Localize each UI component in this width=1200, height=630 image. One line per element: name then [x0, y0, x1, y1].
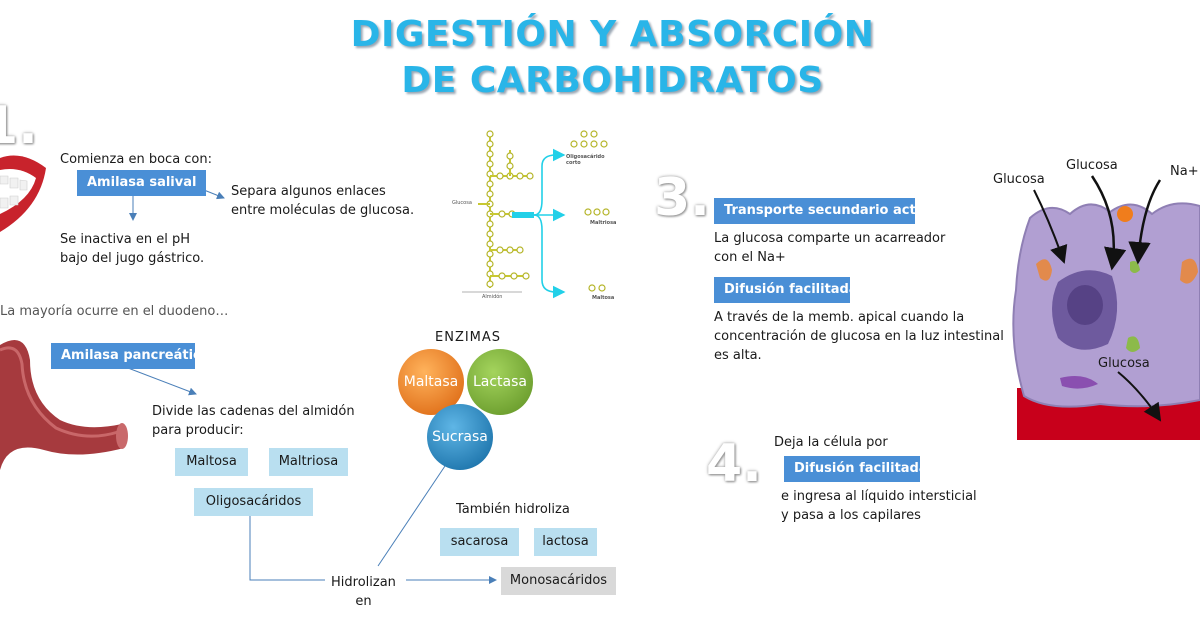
page-title-line2: DE CARBOHIDRATOS [401, 60, 824, 101]
starch-label: Almidón [482, 294, 503, 300]
maltasa-circle [398, 349, 464, 415]
step-1-number: 1. [0, 96, 38, 156]
enzymes-heading: ENZIMAS [435, 330, 502, 345]
step-3-number: 3. [654, 168, 710, 228]
transporte-activo-desc: La glucosa comparte un acarreador con el… [714, 231, 946, 265]
cell-label-na: Na+ [1170, 164, 1199, 179]
cell-label-glucosa-2: Glucosa [1066, 158, 1118, 173]
transporte-activo-box: Transporte secundario activo [714, 198, 938, 224]
page-title-line1: DIGESTIÓN Y ABSORCIÓN [350, 14, 875, 55]
amilasa-salival-inactivation: Se inactiva en el pH bajo del jugo gástr… [60, 232, 205, 266]
step-4-intro: Deja la célula por [774, 435, 888, 450]
step-4-desc: e ingresa al líquido intersticial y pasa… [781, 489, 977, 523]
product-maltosa: Maltosa [175, 448, 248, 476]
starch-glucose-label: Glucosa [452, 200, 472, 206]
starch-diagram [462, 130, 610, 299]
mouth-icon [0, 155, 46, 232]
step-1-intro: Comienza en boca con: [60, 152, 213, 167]
enzyme-sucrasa: Sucrasa [432, 429, 488, 445]
cell-label-glucosa-1: Glucosa [993, 172, 1045, 187]
amilasa-salival-effect: Separa algunos enlaces entre moléculas d… [231, 184, 415, 218]
sucrasa-circle [427, 404, 493, 470]
difusion-facilitada-box-2: Difusión facilitada [784, 456, 928, 482]
starch-product-maltosa: Maltosa [592, 295, 615, 301]
difusion-facilitada-box-1: Difusión facilitada [714, 277, 858, 303]
intestine-icon [0, 340, 128, 470]
amilasa-pancreatica-effect: Divide las cadenas del almidón para prod… [152, 404, 355, 438]
enzyme-maltasa: Maltasa [403, 374, 459, 390]
starch-product-oligo: Oligosacárido corto [566, 154, 605, 166]
starch-product-maltriosa: Maltriosa [590, 220, 617, 226]
product-oligosacaridos: Oligosacáridos [194, 488, 313, 516]
step-2-intro: La mayoría ocurre en el duodeno… [0, 304, 229, 319]
substrate-sacarosa: sacarosa [440, 528, 519, 556]
step-4-number: 4. [706, 434, 762, 494]
enzyme-lactasa: Lactasa [472, 374, 528, 390]
substrate-lactosa: lactosa [534, 528, 597, 556]
cell-illustration [1012, 175, 1200, 440]
lactasa-circle [467, 349, 533, 415]
difusion-facilitada-desc-1: A través de la memb. apical cuando la co… [714, 310, 1004, 363]
amilasa-salival-box: Amilasa salival [77, 170, 207, 196]
amilasa-pancreatica-box: Amilasa pancreática [51, 343, 210, 369]
cell-label-glucosa-3: Glucosa [1098, 356, 1150, 371]
monosacaridos-box: Monosacáridos [501, 567, 616, 595]
product-maltriosa: Maltriosa [269, 448, 348, 476]
also-hydrolyzes-label: También hidroliza [456, 502, 570, 517]
hydrolyzed-label: Hidrolizan en [331, 575, 396, 609]
